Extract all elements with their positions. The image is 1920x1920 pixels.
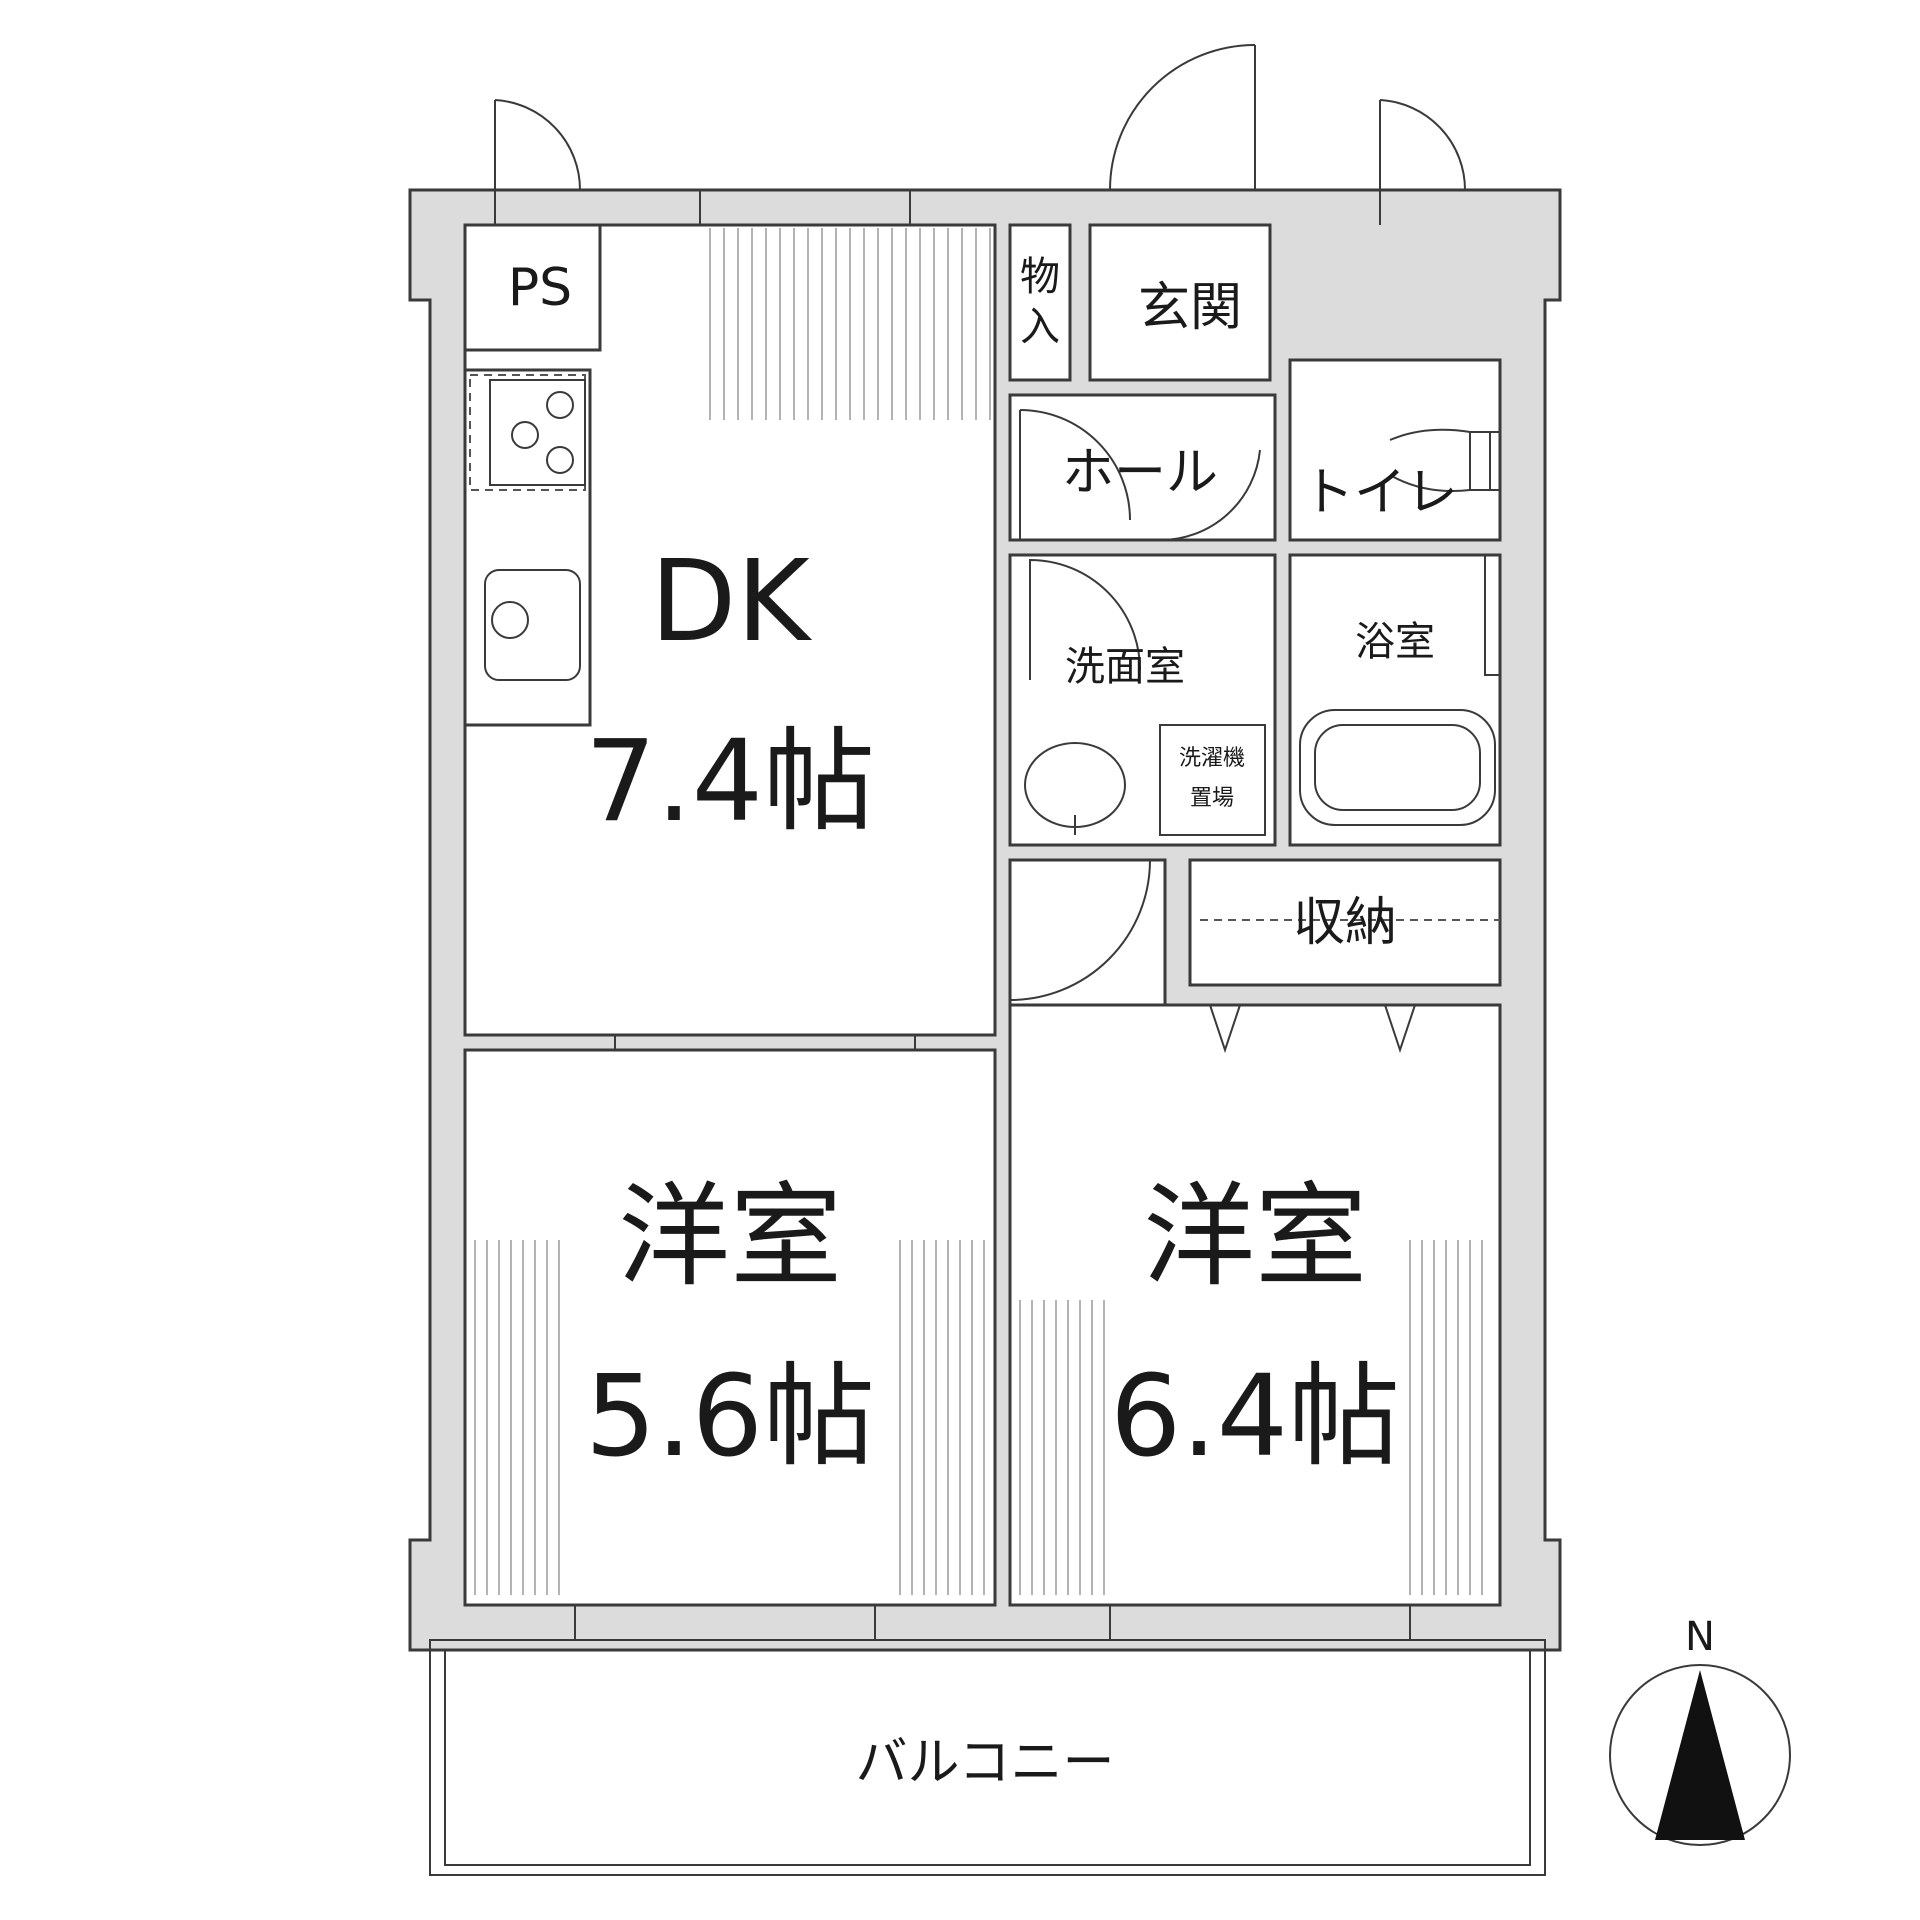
dk-name-label: DK	[650, 537, 812, 667]
hall-lower-room	[1008, 858, 1167, 1017]
washroom-label: 洗面室	[1065, 644, 1185, 690]
entrance-label: 玄関	[1138, 278, 1242, 338]
north-label: N	[1685, 1614, 1715, 1660]
doors	[494, 44, 1467, 1054]
hall-label: ホール	[1062, 443, 1218, 503]
closet-label: 収納	[1293, 893, 1397, 953]
entrance-room	[1088, 223, 1272, 382]
closet-room	[1188, 858, 1502, 987]
room-labels: PS 物 入 玄関 ホール トイレ DK 7.4帖 洗面室 浴室 洗濯機 置場 …	[508, 254, 1458, 1793]
washer-label-1: 洗濯機	[1179, 746, 1245, 771]
balcony-area	[429, 1639, 1546, 1876]
dk-size-label: 7.4帖	[585, 717, 875, 847]
north-arrow-icon	[1655, 1670, 1745, 1840]
washroom-room	[1008, 553, 1277, 847]
fixtures	[1024, 428, 1501, 921]
western-b-name-label: 洋室	[1143, 1172, 1367, 1302]
toilet-label: トイレ	[1302, 463, 1458, 523]
western-a-name-label: 洋室	[618, 1172, 842, 1302]
western-b-room	[1008, 1003, 1502, 1607]
balcony-label: バルコニー	[856, 1733, 1115, 1793]
north-compass: N	[1609, 1614, 1791, 1846]
rooms	[463, 223, 1502, 1607]
western-a-room	[463, 1048, 997, 1607]
floor-hatching	[474, 228, 1483, 1595]
western-b-size-label: 6.4帖	[1110, 1352, 1400, 1482]
kitchen-counter	[463, 368, 592, 727]
bathroom-label: 浴室	[1355, 619, 1435, 665]
western-a-size-label: 5.6帖	[585, 1352, 875, 1482]
washer-label-2: 置場	[1190, 786, 1234, 811]
ps-label: PS	[508, 258, 572, 318]
storage-small-label-2: 入	[1020, 304, 1060, 350]
compass-circle-icon	[1609, 1664, 1791, 1846]
storage-small-label-1: 物	[1020, 254, 1060, 300]
storage-small-room	[1008, 223, 1072, 382]
bathroom-room	[1288, 553, 1502, 847]
ps-room-overlay	[463, 223, 602, 352]
toilet-room	[1288, 358, 1502, 542]
hall-room	[1008, 393, 1277, 542]
